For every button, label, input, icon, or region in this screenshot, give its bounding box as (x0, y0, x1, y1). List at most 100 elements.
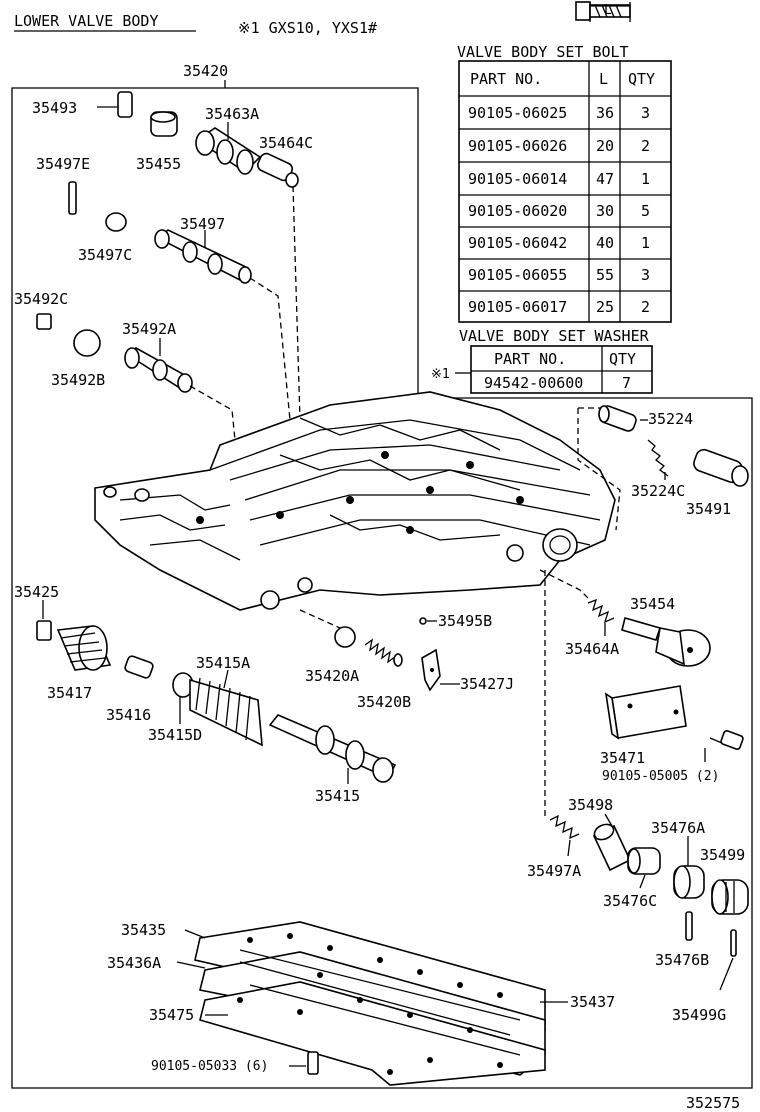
label-35425: 35425 (14, 583, 59, 601)
part-35420A: 35420A (305, 626, 359, 685)
bolt-row-qty: 3 (641, 266, 650, 284)
bolt-col-length: L (599, 70, 608, 88)
label-35435: 35435 (121, 921, 166, 939)
diagram-title: LOWER VALVE BODY (14, 12, 159, 30)
label-35437: 35437 (570, 993, 615, 1011)
leader-35435 (184, 929, 206, 939)
separator-plates (194, 921, 546, 1086)
label-35492A: 35492A (122, 320, 176, 338)
label-35499G: 35499G (672, 1006, 726, 1024)
assembly-outline (11, 87, 753, 1089)
bolt-row-length: 30 (596, 202, 614, 220)
part-35495B: 35495B (419, 612, 492, 630)
bolt-table: VALVE BODY SET BOLT PART NO. L QTY 90105… (457, 43, 672, 323)
part-35497A: 35497A (527, 814, 581, 880)
label-35464C: 35464C (259, 134, 313, 152)
bolt-row-partno: 90105-06020 (468, 202, 567, 220)
part-35492A: 35492A (122, 320, 193, 393)
label-35420B: 35420B (357, 693, 411, 711)
leader-35420A (299, 609, 341, 629)
part-35463A: 35463A (195, 105, 262, 175)
label-35224: 35224 (648, 410, 693, 428)
label-35497E: 35497E (36, 155, 90, 173)
bolt-row-partno: 90105-06026 (468, 137, 567, 155)
part-35476A: 35476A (651, 819, 705, 899)
bolt-row-partno: 90105-06042 (468, 234, 567, 252)
bolt-90105-05005: 90105-05005 (2) (602, 730, 744, 784)
leader-35464C (292, 185, 301, 421)
label-35420A: 35420A (305, 667, 359, 685)
label-35436A: 35436A (107, 954, 161, 972)
part-35497C: 35497C (78, 212, 132, 264)
label-35492C: 35492C (14, 290, 68, 308)
model-note: ※1 GXS10, YXS1# (238, 19, 377, 37)
label-35476A: 35476A (651, 819, 705, 837)
part-35416: 35416 (106, 655, 154, 724)
part-35417: 35417 (47, 625, 112, 702)
bolt-90105-05033: 90105-05033 (6) (151, 1051, 319, 1075)
bolt-dimension-icon: L (575, 1, 631, 22)
part-35224C: 35224C (631, 439, 685, 500)
bolt-row-qty: 1 (641, 234, 650, 252)
illustration-number: 352575 (686, 1094, 740, 1112)
label-35415: 35415 (315, 787, 360, 805)
bolt-row-length: 25 (596, 298, 614, 316)
bolt-row-partno: 90105-06017 (468, 298, 567, 316)
bolt-row-qty: 5 (641, 202, 650, 220)
label-35420: 35420 (183, 62, 228, 80)
leader-35224-group (577, 407, 621, 531)
label-35476C: 35476C (603, 892, 657, 910)
part-35493: 35493 (32, 91, 133, 118)
part-35455: 35455 (136, 111, 181, 173)
label-35416: 35416 (106, 706, 151, 724)
part-35415A: 35415A (172, 654, 263, 747)
bolt-row-partno: 90105-06014 (468, 170, 567, 188)
bolt-row-qty: 1 (641, 170, 650, 188)
bolt-row-qty: 2 (641, 137, 650, 155)
label-35415D: 35415D (148, 726, 202, 744)
label-35463A: 35463A (205, 105, 259, 123)
bolt-row-length: 40 (596, 234, 614, 252)
washer-col-partno: PART NO. (494, 350, 566, 368)
bolt-length-label: L (604, 3, 612, 18)
part-35425: 35425 (14, 583, 59, 641)
label-35415A: 35415A (196, 654, 250, 672)
bolt-col-qty: QTY (628, 70, 655, 88)
bolt-row-length: 36 (596, 104, 614, 122)
part-35491: 35491 (686, 448, 749, 518)
label-35427J: 35427J (460, 675, 514, 693)
label-35497A: 35497A (527, 862, 581, 880)
part-35476C: 35476C (603, 847, 661, 910)
label-90105-05033: 90105-05033 (6) (151, 1059, 268, 1074)
part-35499: 35499 (700, 846, 749, 915)
label-35224C: 35224C (631, 482, 685, 500)
label-35475: 35475 (149, 1006, 194, 1024)
washer-row-qty: 7 (622, 374, 631, 392)
bolt-row-length: 55 (596, 266, 614, 284)
bolt-table-title: VALVE BODY SET BOLT (457, 43, 629, 61)
label-35417: 35417 (47, 684, 92, 702)
bolt-row-length: 47 (596, 170, 614, 188)
label-35464A: 35464A (565, 640, 619, 658)
label-35499: 35499 (700, 846, 745, 864)
label-35498: 35498 (568, 796, 613, 814)
washer-table-title: VALVE BODY SET WASHER (459, 327, 650, 345)
leader-35492A (189, 385, 237, 451)
label-35492B: 35492B (51, 371, 105, 389)
leader-35464A (539, 569, 591, 601)
label-35454: 35454 (630, 595, 675, 613)
leader-35436A (176, 961, 206, 969)
bolt-row-qty: 3 (641, 104, 650, 122)
part-35492C: 35492C (14, 290, 68, 330)
part-35476B: 35476B (655, 911, 709, 969)
washer-row-partno: 94542-00600 (484, 374, 583, 392)
leader-35497 (249, 277, 291, 421)
part-35499G: 35499G (672, 929, 737, 1024)
bolt-row-partno: 90105-06055 (468, 266, 567, 284)
part-35454: 35454 (621, 595, 711, 667)
washer-table: VALVE BODY SET WASHER PART NO. QTY 94542… (431, 327, 653, 394)
label-35497C: 35497C (78, 246, 132, 264)
valve-body (94, 391, 616, 611)
